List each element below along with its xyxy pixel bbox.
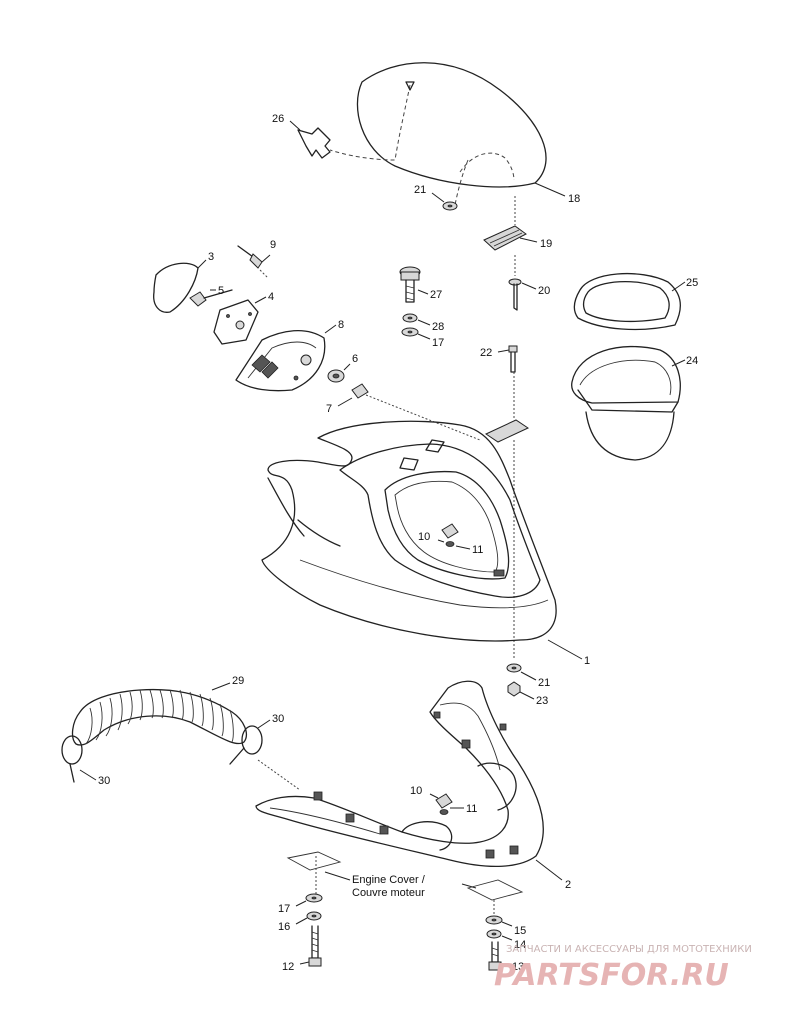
watermark-tagline: ЗАПЧАСТИ И АКСЕССУАРЫ ДЛЯ МОТОТЕХНИКИ bbox=[506, 944, 752, 955]
nut-part-23 bbox=[507, 681, 535, 700]
callout-21-lower: 21 bbox=[538, 677, 550, 689]
washer-part-21-top bbox=[431, 192, 458, 211]
callout-9: 9 bbox=[270, 239, 276, 251]
fastener-part-10-11-upper bbox=[437, 523, 471, 550]
callout-22: 22 bbox=[480, 347, 492, 359]
watermark-logo: PARTSFOR.RU bbox=[494, 958, 729, 993]
callout-18: 18 bbox=[568, 193, 580, 205]
callout-8: 8 bbox=[338, 319, 344, 331]
callout-13: 13 bbox=[512, 961, 524, 973]
bellows-hose-part-29 bbox=[71, 682, 247, 746]
bolt-part-13 bbox=[488, 941, 510, 971]
mirror-part-3 bbox=[153, 259, 207, 313]
bolt-part-12 bbox=[299, 925, 322, 967]
callout-29: 29 bbox=[232, 675, 244, 687]
washer-part-17-bottom bbox=[295, 893, 323, 907]
callout-28: 28 bbox=[432, 321, 444, 333]
callout-5: 5 bbox=[218, 285, 224, 297]
callout-12: 12 bbox=[282, 961, 294, 973]
callout-21-upper: 21 bbox=[414, 184, 426, 196]
callout-10-lower: 10 bbox=[410, 785, 422, 797]
callout-25: 25 bbox=[686, 277, 698, 289]
callout-19: 19 bbox=[540, 238, 552, 250]
callout-3: 3 bbox=[208, 251, 214, 263]
bracket-part-4 bbox=[213, 296, 267, 345]
watermark: ЗАПЧАСТИ И АКСЕССУАРЫ ДЛЯ МОТОТЕХНИКИ PA… bbox=[494, 944, 752, 993]
engine-cover-line2: Couvre moteur bbox=[352, 887, 425, 899]
top-deck-part-1 bbox=[261, 420, 583, 660]
storage-bin-part-24 bbox=[571, 345, 686, 461]
callout-15: 15 bbox=[514, 925, 526, 937]
callout-20: 20 bbox=[538, 285, 550, 297]
callout-2: 2 bbox=[565, 879, 571, 891]
engine-cover-line1: Engine Cover / bbox=[352, 874, 426, 886]
screw-part-22 bbox=[484, 345, 530, 660]
callout-1: 1 bbox=[584, 655, 590, 667]
callout-7: 7 bbox=[326, 403, 332, 415]
washer-part-15 bbox=[485, 915, 513, 927]
gasket-left bbox=[286, 851, 342, 894]
callout-11-lower: 11 bbox=[466, 803, 477, 815]
clamp-part-30-left bbox=[61, 735, 97, 783]
callout-30-left: 30 bbox=[98, 775, 110, 787]
bottom-pan-part-2 bbox=[255, 680, 563, 881]
washer-part-16 bbox=[295, 911, 322, 925]
bolt-part-5 bbox=[189, 289, 233, 307]
callout-6: 6 bbox=[352, 353, 358, 365]
callout-11-upper: 11 bbox=[472, 544, 483, 556]
ring-part-25 bbox=[573, 273, 686, 331]
screw-stack-part-27 bbox=[399, 266, 429, 303]
callout-14: 14 bbox=[514, 939, 526, 951]
washer-part-17-top bbox=[401, 327, 431, 340]
handle-pod-part-8 bbox=[235, 324, 337, 392]
washer-part-14 bbox=[486, 929, 513, 941]
washer-part-28 bbox=[402, 313, 431, 326]
washer-part-21-bottom bbox=[506, 663, 537, 681]
callout-27: 27 bbox=[430, 289, 442, 301]
engine-cover-label: Engine Cover / Couvre moteur bbox=[324, 871, 477, 899]
clip-part-7 bbox=[337, 383, 481, 441]
callout-17-upper: 17 bbox=[432, 337, 444, 349]
grommet-part-6 bbox=[327, 363, 351, 383]
callout-16: 16 bbox=[278, 921, 290, 933]
callout-labels: 1 2 3 4 5 6 7 8 9 10 11 10 11 12 13 14 1… bbox=[98, 113, 698, 973]
seat-latch-part-26 bbox=[289, 120, 331, 159]
clamp-part-30-right bbox=[229, 719, 301, 791]
callout-4: 4 bbox=[268, 291, 274, 303]
callout-23: 23 bbox=[536, 695, 548, 707]
fastener-part-10-11-lower bbox=[429, 793, 464, 815]
seat-part-18 bbox=[329, 62, 566, 206]
callout-24: 24 bbox=[686, 355, 698, 367]
pin-part-20 bbox=[508, 196, 537, 311]
gasket-right bbox=[466, 879, 524, 920]
screw-part-9 bbox=[237, 245, 271, 279]
callout-10-upper: 10 bbox=[418, 531, 430, 543]
callout-30-right: 30 bbox=[272, 713, 284, 725]
callout-17-lower: 17 bbox=[278, 903, 290, 915]
callout-26: 26 bbox=[272, 113, 284, 125]
hinge-part-19 bbox=[483, 225, 538, 251]
